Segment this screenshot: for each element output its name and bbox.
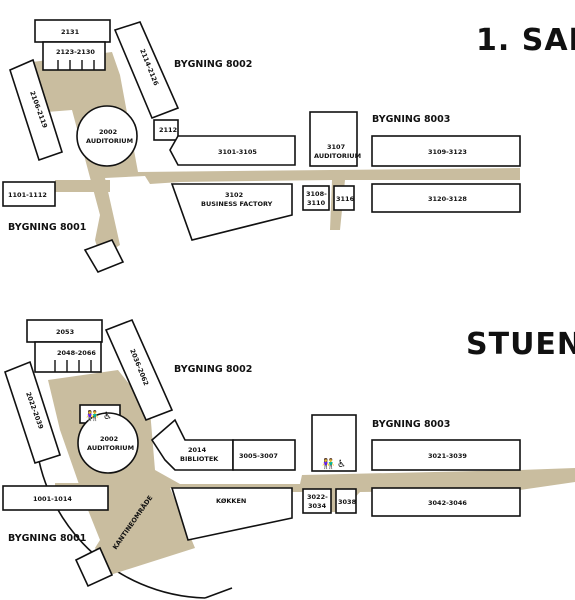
room-2114-2126 [113, 21, 180, 120]
label-3102-num: 3102 [225, 191, 243, 199]
room-2022-2039 [4, 360, 62, 465]
room-2106-2119 [9, 58, 63, 162]
label-2053: 2053 [56, 328, 74, 336]
label-3022-a: 3022- [307, 493, 328, 501]
stair-block [83, 239, 125, 273]
building-8001-label-ground: BYGNING 8001 [8, 533, 86, 544]
room-2036-2062 [104, 318, 174, 422]
auditorium-2002-ground [77, 412, 139, 474]
label-2131: 2131 [61, 28, 80, 36]
label-2014-name: BIBLIOTEK [180, 455, 219, 463]
label-aud-name: AUDITORIUM [86, 137, 133, 145]
label-3107-num: 3107 [327, 143, 345, 151]
building-8002-label-ground: BYGNING 8002 [174, 364, 252, 375]
room-3120-3128 [371, 183, 521, 213]
label-3005-3007: 3005-3007 [239, 452, 278, 460]
label-3042-3046: 3042-3046 [428, 499, 467, 507]
label-3102-name: BUSINESS FACTORY [201, 200, 273, 208]
floor-title-ground: STUEN [466, 327, 575, 362]
stair-block-ground [74, 546, 114, 588]
room-2048-2066 [34, 341, 102, 373]
ground-floor: 👫 ♿ 👫 ♿ 2053 2048-2066 2036-2062 2022-20… [2, 318, 575, 599]
building-8001-outline-2 [204, 587, 233, 599]
room-2123-2130 [42, 41, 106, 71]
room-2112 [153, 119, 179, 141]
label-3101-3105: 3101-3105 [218, 148, 257, 156]
label-3021-3039: 3021-3039 [428, 452, 467, 460]
label-aud-num-ground: 2002 [100, 435, 118, 443]
upper-floor: 2131 2123-2130 2114-2126 2106-2119 2002 … [2, 19, 575, 273]
room-3116 [333, 185, 355, 211]
room-3021-3039 [371, 439, 521, 471]
label-3109-3123: 3109-3123 [428, 148, 467, 156]
corridor-8001 [55, 180, 110, 192]
label-3120-3128: 3120-3128 [428, 195, 467, 203]
wheelchair-icon: ♿ [103, 411, 112, 422]
label-1001-1014: 1001-1014 [33, 495, 72, 503]
label-2123-2130: 2123-2130 [56, 48, 95, 56]
room-3042-3046 [371, 487, 521, 517]
label-2014-num: 2014 [188, 446, 207, 454]
room-1001-1014 [2, 485, 109, 511]
floor-title-upper: 1. SAL [476, 23, 575, 58]
room-3107 [309, 111, 358, 167]
room-3108-3110 [302, 185, 330, 211]
building-8003-label-ground: BYGNING 8003 [372, 419, 450, 430]
label-3108-a: 3108- [306, 190, 327, 198]
toilet-icon: 👫 [86, 409, 99, 422]
room-3101-3105 [169, 135, 296, 166]
room-3109-3123 [371, 135, 521, 167]
label-3022-b: 3034 [308, 502, 327, 510]
room-3005-3007 [232, 439, 296, 471]
label-3038: 3038 [338, 498, 357, 506]
building-8003-label: BYGNING 8003 [372, 114, 450, 125]
toilet-icon-8003: 👫 [322, 457, 335, 470]
room-3102 [170, 183, 293, 241]
label-2112: 2112 [159, 126, 177, 134]
room-3022-3034 [302, 488, 332, 514]
room-3038 [335, 488, 357, 514]
room-kokken [170, 487, 293, 541]
building-8002-label: BYGNING 8002 [174, 59, 252, 70]
label-3107-name: AUDITORIUM [314, 152, 361, 160]
label-kokken: KØKKEN [216, 497, 246, 505]
label-aud-num: 2002 [99, 128, 117, 136]
label-2048-2066: 2048-2066 [57, 349, 96, 357]
toilet-block [311, 414, 357, 472]
kantine-area [48, 370, 575, 575]
auditorium-2002 [76, 105, 138, 167]
wheelchair-icon-8003: ♿ [337, 459, 346, 470]
building-8001-label: BYGNING 8001 [8, 222, 86, 233]
label-3108-b: 3110 [307, 199, 326, 207]
label-3116: 3116 [336, 195, 355, 203]
label-1101-1112: 1101-1112 [8, 191, 47, 199]
label-aud-name-ground: AUDITORIUM [87, 444, 134, 452]
room-1101-1112 [2, 181, 56, 207]
